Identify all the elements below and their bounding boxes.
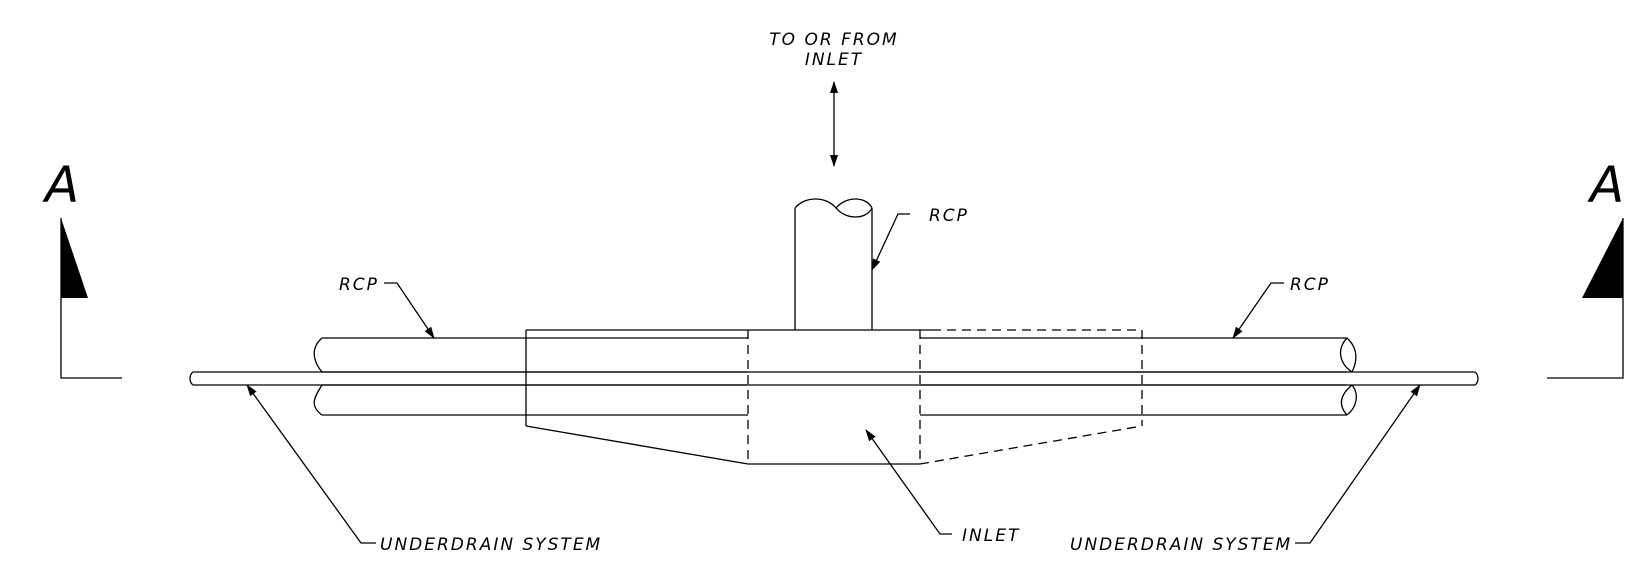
inlet-structure — [525, 329, 1143, 465]
underdrain-pipe — [189, 371, 1479, 386]
rcp-top-label: RCP — [929, 206, 969, 226]
underdrain-left-leader — [246, 384, 376, 544]
section-letter-right: A — [1587, 156, 1624, 214]
rcp-pipe-right — [920, 337, 1357, 416]
inlet-label: INLET — [962, 526, 1020, 546]
rcp-pipe-left — [313, 337, 748, 416]
section-arrow-right — [1582, 218, 1623, 298]
section-line-left — [60, 218, 122, 379]
section-mark-left: A — [42, 156, 122, 379]
section-letter-left: A — [42, 156, 79, 214]
section-line-right — [1547, 218, 1624, 379]
rcp-left-leader — [384, 282, 435, 339]
flow-label-line1: TO OR FROM — [769, 30, 898, 50]
rcp-top-leader — [871, 213, 910, 271]
flow-label-line2: INLET — [805, 50, 863, 70]
rcp-pipe-vertical — [794, 198, 873, 330]
underdrain-left-label: UNDERDRAIN SYSTEM — [380, 535, 602, 555]
underdrain-right-label: UNDERDRAIN SYSTEM — [1070, 535, 1292, 555]
section-mark-right: A — [1547, 156, 1624, 379]
inlet-leader — [865, 429, 952, 535]
section-arrow-left — [61, 218, 88, 298]
rcp-left-label: RCP — [339, 275, 379, 295]
rcp-right-leader — [1232, 282, 1284, 339]
underdrain-right-leader — [1295, 384, 1421, 544]
rcp-right-label: RCP — [1290, 275, 1330, 295]
